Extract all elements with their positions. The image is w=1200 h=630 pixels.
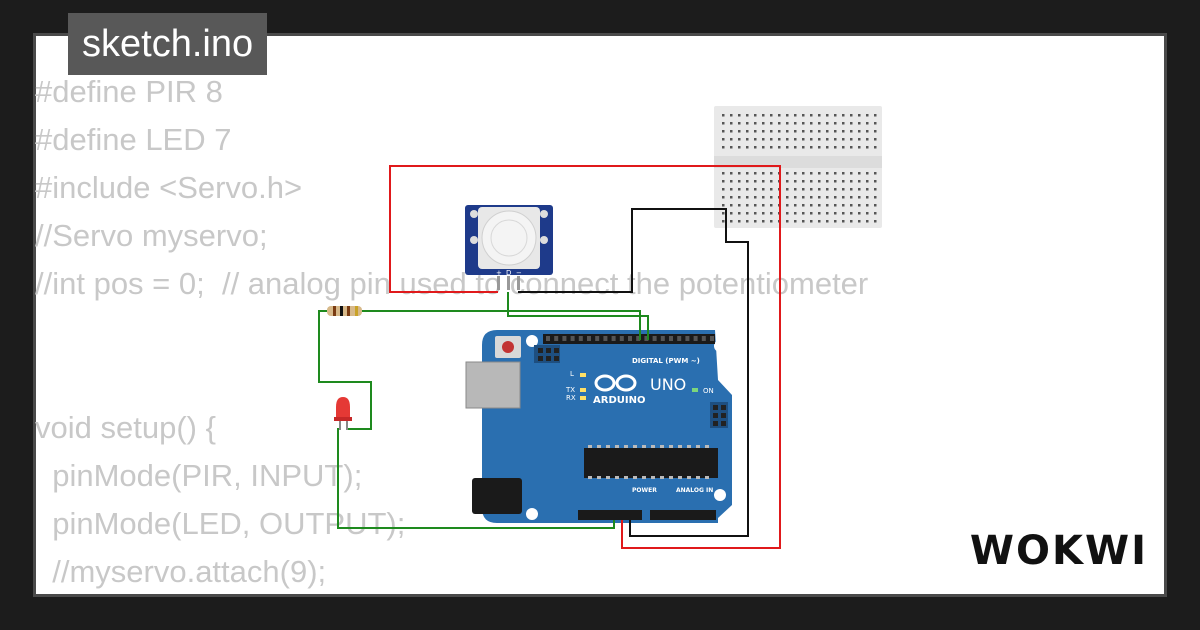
- wokwi-logo: WOKWI: [969, 528, 1148, 574]
- wire-green-led-cathode[interactable]: [318, 310, 372, 430]
- code-line: //myservo.attach(9);: [35, 554, 327, 589]
- on-label: ON: [703, 387, 714, 395]
- breadboard[interactable]: [714, 106, 882, 228]
- power-header: [578, 510, 642, 520]
- digital-header-label: DIGITAL (PWM ~): [632, 357, 700, 365]
- arduino-uno-board[interactable]: DIGITAL (PWM ~) UNO ARDUINO ON L TX RX P…: [465, 330, 732, 523]
- wire-black-gnd[interactable]: [518, 208, 749, 537]
- code-line: #define PIR 8: [35, 74, 223, 109]
- arduino-logo-icon: [594, 374, 637, 392]
- analog-header: [650, 510, 716, 520]
- code-line: pinMode(PIR, INPUT);: [35, 458, 363, 493]
- code-line: pinMode(LED, OUTPUT);: [35, 506, 406, 541]
- pir-pin-vcc-label: +: [496, 269, 502, 277]
- code-line: void setup() {: [35, 410, 216, 445]
- code-line: //Servo myservo;: [35, 218, 268, 253]
- wire-green-led[interactable]: [362, 310, 641, 340]
- usb-port: [465, 361, 521, 409]
- resistor[interactable]: [327, 306, 362, 316]
- led-rx-label: RX: [566, 394, 576, 402]
- code-editor[interactable]: #define PIR 8 #define LED 7 #include <Serv…: [35, 68, 868, 596]
- code-line: #include <Servo.h>: [35, 170, 303, 205]
- power-label: POWER: [632, 487, 657, 494]
- wire-red-vcc[interactable]: [389, 165, 781, 549]
- wire-green-signal[interactable]: [507, 292, 649, 340]
- brand-label: ARDUINO: [593, 395, 645, 406]
- wire-green-gnd-return[interactable]: [337, 428, 615, 529]
- pir-motion-sensor[interactable]: + D −: [465, 205, 553, 290]
- code-line: #define LED 7: [35, 122, 232, 157]
- file-tab[interactable]: sketch.ino: [68, 13, 268, 75]
- pir-pin-gnd-label: −: [516, 269, 522, 277]
- power-jack: [472, 478, 522, 514]
- led-l-label: L: [570, 370, 574, 378]
- microcontroller-chip: [584, 448, 718, 478]
- led-tx-label: TX: [565, 386, 575, 394]
- red-led[interactable]: [334, 397, 352, 430]
- model-label: UNO: [650, 375, 686, 394]
- analog-label: ANALOG IN: [676, 487, 713, 494]
- pir-pin-data-label: D: [506, 269, 511, 277]
